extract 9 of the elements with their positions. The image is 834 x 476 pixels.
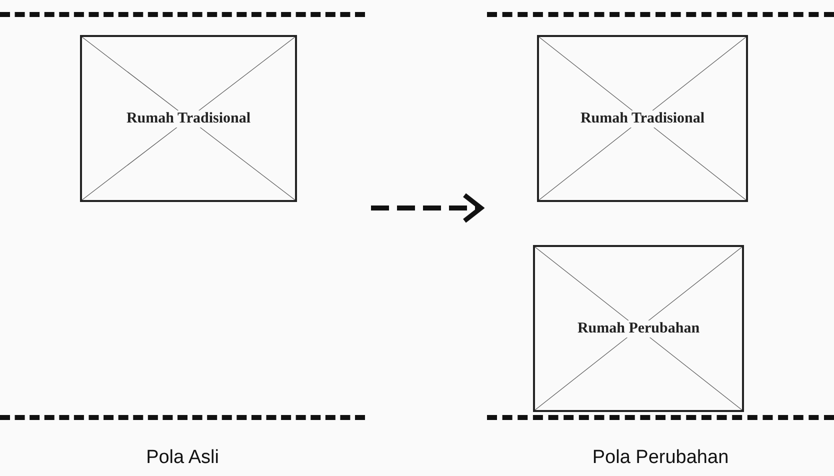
- house-box: [533, 245, 744, 412]
- house-label: Rumah Perubahan: [575, 320, 702, 337]
- arrow: [371, 192, 484, 224]
- house-label: Rumah Tradisional: [578, 110, 707, 127]
- house-box: [537, 35, 748, 202]
- house-box: [80, 35, 297, 202]
- panel-caption: Pola Perubahan: [591, 447, 730, 469]
- house-label: Rumah Tradisional: [124, 110, 253, 127]
- panel-caption: Pola Asli: [145, 447, 220, 469]
